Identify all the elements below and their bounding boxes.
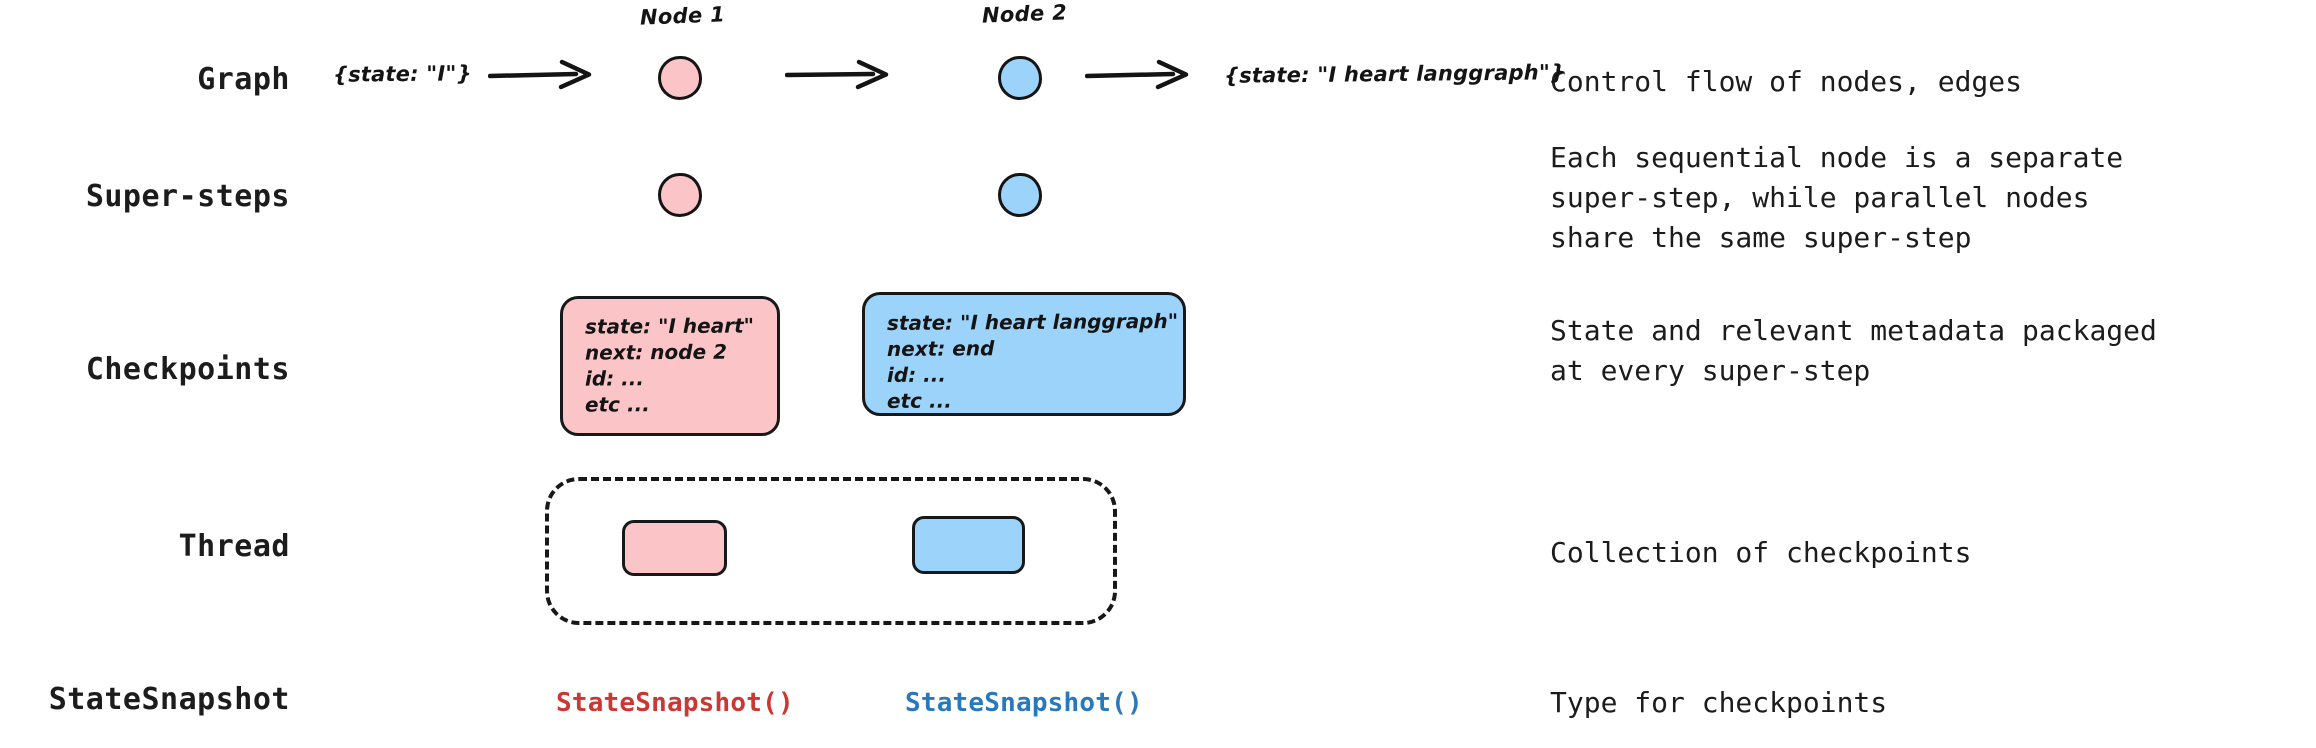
node-1-caption: Node 1 — [639, 2, 726, 30]
checkpoint-line: id: ... — [886, 362, 947, 387]
graph-node-1[interactable] — [658, 56, 702, 100]
checkpoint-line: id: ... — [584, 366, 645, 391]
checkpoint-card-blue[interactable]: state: "I heart langgraph" next: end id:… — [862, 292, 1186, 416]
checkpoint-line: etc ... — [584, 392, 650, 417]
checkpoint-line: state: "I heart" — [584, 313, 755, 339]
state-snapshot-code-pink: StateSnapshot() — [556, 688, 794, 718]
super-step-node-1[interactable] — [658, 173, 702, 217]
row-description-super-steps: Each sequential node is a separate super… — [1550, 141, 2124, 254]
checkpoint-line: state: "I heart langgraph" — [886, 308, 1179, 335]
row-description-thread: Collection of checkpoints — [1550, 536, 1972, 569]
checkpoint-line: etc ... — [886, 388, 952, 413]
row-label-graph: Graph — [197, 62, 290, 97]
arrow-right-icon — [487, 58, 596, 96]
checkpoint-line: next: end — [886, 336, 995, 361]
row-label-statesnapshot: StateSnapshot — [48, 682, 290, 717]
thread-checkpoint-chip-2[interactable] — [912, 516, 1025, 574]
state-output-label: {state: "I heart langgraph"} — [1223, 60, 1566, 88]
super-step-node-2[interactable] — [998, 173, 1042, 217]
graph-node-2[interactable] — [998, 56, 1042, 100]
node-2-caption: Node 2 — [981, 0, 1068, 28]
row-label-thread: Thread — [178, 529, 290, 564]
row-description-checkpoints: State and relevant metadata packaged at … — [1550, 314, 2157, 387]
thread-checkpoint-chip-1[interactable] — [622, 520, 727, 576]
row-description-graph: Control flow of nodes, edges — [1550, 65, 2023, 98]
state-input-label: {state: "I"} — [332, 61, 472, 87]
checkpoint-line: next: node 2 — [584, 339, 728, 365]
row-description-statesnapshot: Type for checkpoints — [1550, 686, 1888, 719]
row-label-super-steps: Super-steps — [85, 179, 290, 214]
row-label-checkpoints: Checkpoints — [85, 352, 290, 387]
arrow-right-icon — [784, 58, 893, 96]
checkpoint-card-pink[interactable]: state: "I heart" next: node 2 id: ... et… — [560, 296, 780, 436]
thread-container[interactable] — [545, 477, 1117, 625]
state-snapshot-code-blue: StateSnapshot() — [905, 688, 1143, 718]
arrow-right-icon — [1084, 58, 1193, 96]
